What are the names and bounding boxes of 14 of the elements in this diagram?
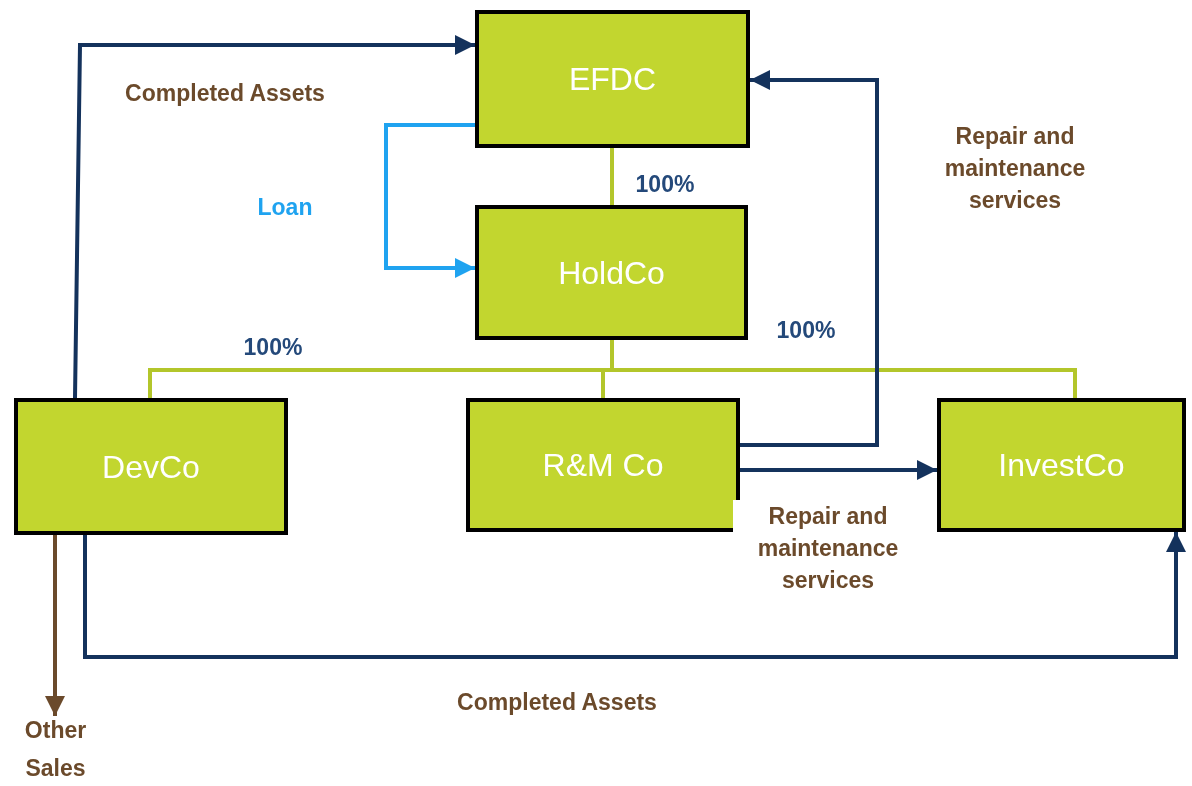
arrow [45,535,65,716]
company-box: HoldCo [475,205,748,340]
arrow [740,460,937,480]
company-box: DevCo [14,398,288,535]
company-box: EFDC [475,10,750,148]
connector-line [610,340,1077,398]
arrow [73,35,475,399]
connector-line [610,148,614,205]
arrow [740,70,879,447]
company-box: R&M Co [466,398,740,532]
output-label: Other Sales [8,716,103,782]
arrow [384,123,475,278]
company-box: InvestCo [937,398,1186,532]
arrow [83,532,1186,659]
